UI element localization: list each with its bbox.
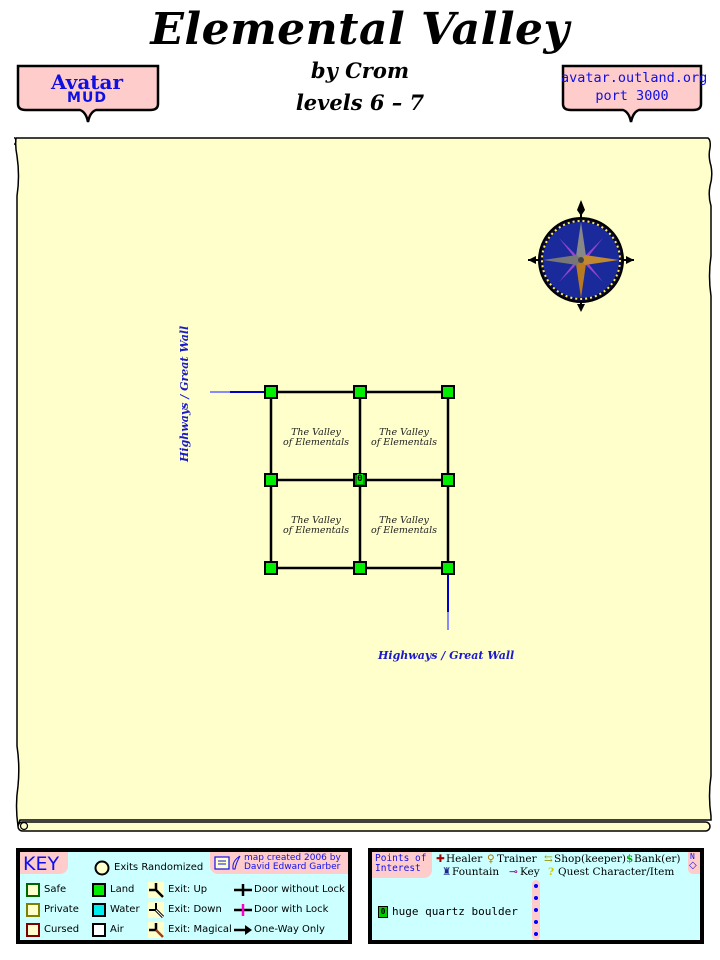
healer-icon: ✚	[436, 853, 445, 865]
exit-magical-label: Exit: Magical	[168, 924, 232, 935]
map-room[interactable]	[441, 385, 455, 399]
water-swatch-icon	[92, 903, 106, 917]
exit-down-label: Exit: Down	[168, 904, 222, 915]
poi-entry-marker: 0	[378, 906, 388, 918]
fountain-icon: ♜	[442, 866, 452, 878]
poi-entry-label: huge quartz boulder	[392, 905, 518, 918]
poi-column-divider	[532, 880, 540, 940]
bank-label: Bank(er)	[634, 853, 681, 865]
server-address-banner: avatar.outland.org port 3000	[561, 64, 708, 126]
one-way-only-label: One-Way Only	[254, 924, 325, 935]
land-label: Land	[110, 884, 135, 895]
shop-label: Shop(keeper)	[554, 853, 626, 865]
banner-shield-icon	[561, 64, 703, 123]
trainer-icon: ♀	[487, 853, 495, 865]
north-indicator: N ◇	[688, 852, 700, 874]
air-swatch-icon	[92, 923, 106, 937]
poi-entry[interactable]: 0 huge quartz boulder	[378, 905, 518, 918]
land-swatch-icon	[92, 883, 106, 897]
air-label: Air	[110, 924, 124, 935]
scroll-quill-icon	[214, 855, 241, 870]
map-room[interactable]	[264, 473, 278, 487]
exit-magical-icon	[148, 922, 164, 938]
healer-label: Healer	[446, 853, 483, 865]
fountain-label: Fountain	[452, 866, 500, 878]
poi-marker: 0	[357, 474, 363, 484]
door-without-lock-label: Door without Lock	[254, 884, 345, 895]
exit-down-icon	[148, 902, 164, 918]
quest-icon: ?	[548, 866, 555, 878]
door-with-lock-icon	[234, 904, 252, 916]
map-title: Elemental Valley	[150, 4, 570, 55]
quest-label: Quest Character/Item	[558, 866, 675, 878]
one-way-arrow-icon	[234, 925, 252, 935]
north-arrow-icon: ◇	[689, 860, 697, 871]
banner-avatar-text: Avatar	[50, 70, 124, 94]
avatar-mud-banner: Avatar MUD	[16, 64, 160, 126]
water-label: Water	[110, 904, 140, 915]
map-room-poi[interactable]: 0	[353, 473, 367, 487]
safe-swatch-icon	[26, 883, 40, 897]
map-author: by Crom	[310, 58, 410, 83]
map-room[interactable]	[441, 561, 455, 575]
exit-up-icon	[148, 882, 164, 898]
safe-label: Safe	[44, 884, 67, 895]
key-title: KEY	[23, 853, 60, 875]
map-room[interactable]	[441, 473, 455, 487]
private-label: Private	[44, 904, 79, 915]
key-label: Key	[520, 866, 540, 878]
server-port: port 3000	[595, 88, 669, 104]
banner-mud-text: MUD	[67, 90, 107, 106]
map-room[interactable]	[264, 385, 278, 399]
compass-rose-icon	[528, 198, 634, 314]
banner-shield-icon	[16, 64, 160, 123]
map-room[interactable]	[264, 561, 278, 575]
exits-randomized-icon	[94, 860, 110, 876]
trainer-label: Trainer	[497, 853, 537, 865]
door-without-lock-icon	[234, 884, 252, 896]
cursed-swatch-icon	[26, 923, 40, 937]
key-icon: ⊸	[509, 866, 518, 878]
door-with-lock-label: Door with Lock	[254, 904, 329, 915]
exits-randomized-label: Exits Randomized	[114, 862, 204, 873]
private-swatch-icon	[26, 903, 40, 917]
server-host: avatar.outland.org	[561, 70, 708, 86]
bank-icon: $	[626, 853, 634, 865]
exit-label-west[interactable]: Highways / Great Wall	[178, 325, 191, 462]
exit-label-south[interactable]: Highways / Great Wall	[378, 649, 515, 662]
exit-up-label: Exit: Up	[168, 884, 208, 895]
map-room[interactable]	[353, 561, 367, 575]
map-levels: levels 6 – 7	[295, 90, 425, 115]
shop-icon: ⇆	[544, 853, 553, 865]
map-room[interactable]	[353, 385, 367, 399]
cursed-label: Cursed	[44, 924, 80, 935]
